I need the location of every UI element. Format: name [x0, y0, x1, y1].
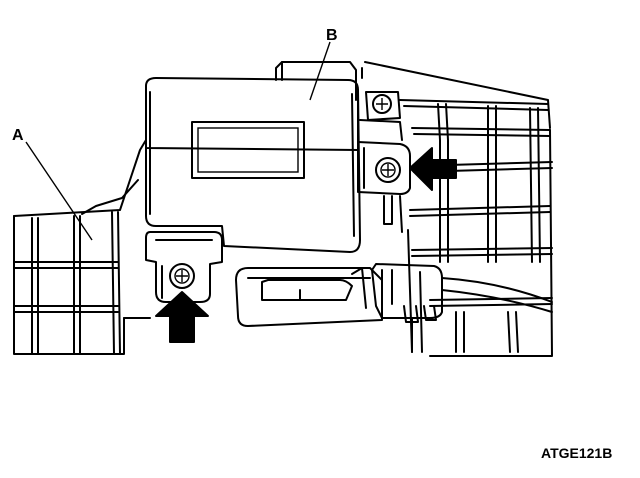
screw-icon: [375, 157, 401, 183]
leader-line-a: [25, 141, 93, 241]
tray-a: [13, 139, 151, 355]
leader-line-b: [309, 41, 331, 101]
arrow-left-icon: [409, 147, 457, 191]
rear-screw: [359, 91, 403, 141]
right-grille: [361, 61, 553, 357]
upper-bracket: [275, 61, 357, 101]
figure-code: ATGE121B: [541, 445, 612, 461]
screw-icon: [372, 94, 392, 114]
screw-icon: [169, 263, 195, 289]
connector-harness: [235, 263, 553, 327]
label-b: B: [326, 27, 338, 44]
arrow-up-icon: [155, 291, 209, 343]
module-window: [191, 121, 305, 179]
control-module-b: [145, 77, 361, 253]
right-mount-bracket: [357, 141, 411, 225]
left-mount-bracket: [145, 231, 223, 303]
label-a: A: [12, 127, 24, 144]
